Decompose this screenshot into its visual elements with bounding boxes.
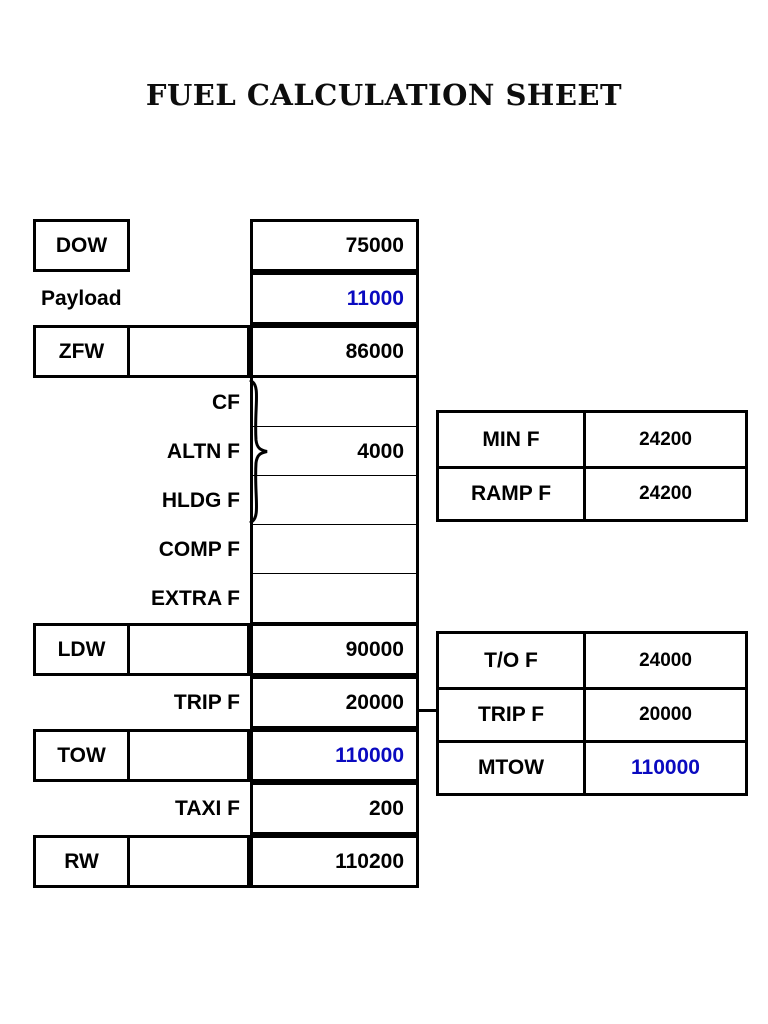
table-row-dow: DOW 75000 bbox=[33, 219, 419, 272]
table-row-rw: RW 110200 bbox=[33, 835, 419, 888]
row-value-to-f[interactable]: 24000 bbox=[639, 649, 692, 671]
row-label-taxi-f: TAXI F bbox=[175, 797, 240, 820]
row-value-ldw[interactable]: 90000 bbox=[250, 623, 419, 676]
row-label-ldw: LDW bbox=[33, 623, 130, 676]
table-row-zfw: ZFW 86000 bbox=[33, 325, 419, 378]
row-note-rw[interactable] bbox=[130, 835, 250, 888]
row-value-tow[interactable]: 110000 bbox=[250, 729, 419, 782]
row-label-hldg-f: HLDG F bbox=[161, 489, 240, 512]
row-label-extra-f: EXTRA F bbox=[150, 587, 240, 610]
row-note-zfw[interactable] bbox=[130, 325, 250, 378]
row-value-zfw[interactable]: 86000 bbox=[250, 325, 419, 378]
row-value-extra-f[interactable] bbox=[250, 574, 419, 623]
row-label-mtow: MTOW bbox=[439, 743, 586, 793]
fuel-calculation-left-table: DOW 75000 Payload 11000 ZFW 86000 CF ALT… bbox=[33, 219, 419, 888]
table-row-hldg-f: HLDG F bbox=[33, 476, 419, 525]
row-value-trip-f-right[interactable]: 20000 bbox=[639, 704, 692, 725]
row-label-dow: DOW bbox=[33, 219, 130, 272]
table-row-min-f: MIN F 24200 bbox=[439, 413, 745, 466]
table-row-taxi-f: TAXI F 200 bbox=[33, 782, 419, 835]
table-row-comp-f: COMP F bbox=[33, 525, 419, 574]
row-value-altn-f[interactable]: 4000 bbox=[250, 427, 419, 476]
row-value-taxi-f[interactable]: 200 bbox=[250, 782, 419, 835]
row-value-ramp-f[interactable]: 24200 bbox=[639, 483, 692, 504]
row-label-cf: CF bbox=[212, 391, 240, 414]
table-row-payload: Payload 11000 bbox=[33, 272, 419, 325]
table-row-extra-f: EXTRA F bbox=[33, 574, 419, 623]
row-label-trip-f-right: TRIP F bbox=[439, 690, 586, 740]
row-label-altn-f: ALTN F bbox=[166, 440, 240, 463]
table-row-cf: CF bbox=[33, 378, 419, 427]
table-row-altn-f: ALTN F 4000 bbox=[33, 427, 419, 476]
row-note-dow[interactable] bbox=[130, 219, 250, 272]
fuel-components-block: CF ALTN F 4000 HLDG F COMP F EXTRA F bbox=[33, 378, 419, 623]
row-value-cf[interactable] bbox=[250, 378, 419, 427]
minimum-fuel-table: MIN F 24200 RAMP F 24200 bbox=[436, 410, 748, 522]
trip-fuel-connector-line bbox=[419, 709, 437, 712]
row-label-ramp-f: RAMP F bbox=[439, 469, 586, 519]
row-note-ldw[interactable] bbox=[130, 623, 250, 676]
row-label-zfw: ZFW bbox=[33, 325, 130, 378]
table-row-ldw: LDW 90000 bbox=[33, 623, 419, 676]
row-label-min-f: MIN F bbox=[439, 413, 586, 466]
table-row-tow: TOW 110000 bbox=[33, 729, 419, 782]
page-title: FUEL CALCULATION SHEET bbox=[145, 78, 623, 112]
row-label-rw: RW bbox=[33, 835, 130, 888]
table-row-mtow: MTOW 110000 bbox=[439, 740, 745, 793]
table-row-to-f: T/O F 24000 bbox=[439, 634, 745, 687]
row-label-tow: TOW bbox=[33, 729, 130, 782]
row-value-dow[interactable]: 75000 bbox=[250, 219, 419, 272]
table-row-trip-f-right: TRIP F 20000 bbox=[439, 687, 745, 740]
row-label-to-f: T/O F bbox=[439, 634, 586, 687]
row-value-min-f[interactable]: 24200 bbox=[639, 428, 692, 450]
row-label-payload: Payload bbox=[41, 287, 122, 310]
row-value-hldg-f[interactable] bbox=[250, 476, 419, 525]
row-label-trip-f-left: TRIP F bbox=[173, 691, 240, 714]
row-note-tow[interactable] bbox=[130, 729, 250, 782]
row-value-mtow[interactable]: 110000 bbox=[631, 756, 700, 779]
row-value-payload[interactable]: 11000 bbox=[250, 272, 419, 325]
table-row-ramp-f: RAMP F 24200 bbox=[439, 466, 745, 519]
row-label-comp-f: COMP F bbox=[158, 538, 240, 561]
takeoff-weight-table: T/O F 24000 TRIP F 20000 MTOW 110000 bbox=[436, 631, 748, 796]
row-value-comp-f[interactable] bbox=[250, 525, 419, 574]
row-value-rw[interactable]: 110200 bbox=[250, 835, 419, 888]
table-row-trip-f-left: TRIP F 20000 bbox=[33, 676, 419, 729]
row-value-trip-f-left[interactable]: 20000 bbox=[250, 676, 419, 729]
